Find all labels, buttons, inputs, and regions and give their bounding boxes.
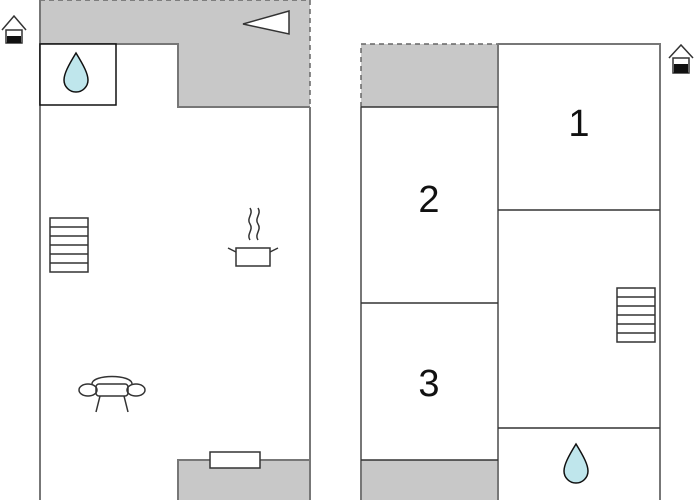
right-top-gray-area bbox=[361, 44, 498, 107]
left-bottom-wall bbox=[177, 459, 310, 500]
left-floor bbox=[39, 0, 311, 500]
left-top-gray-area bbox=[40, 0, 310, 107]
water-drop-icon bbox=[63, 51, 89, 93]
house-icon bbox=[668, 43, 694, 74]
house-icon bbox=[1, 14, 27, 44]
right-dashed-boundary bbox=[360, 43, 498, 107]
window-icon bbox=[209, 451, 261, 469]
right-outer-wall bbox=[360, 43, 661, 500]
stairs-icon bbox=[49, 217, 89, 273]
room-label-1: 1 bbox=[568, 103, 589, 145]
water-drop-icon bbox=[563, 442, 589, 484]
room-label-3: 3 bbox=[418, 363, 439, 405]
direction-arrow-icon bbox=[242, 10, 290, 35]
right-floor: 1 2 3 bbox=[360, 43, 661, 500]
sofa-icon bbox=[78, 375, 146, 413]
room-label-2: 2 bbox=[418, 179, 439, 221]
cooking-pot-icon bbox=[227, 207, 279, 267]
stairs-icon bbox=[616, 287, 656, 343]
right-internal-walls bbox=[361, 106, 660, 461]
right-bottom-gray-area bbox=[361, 460, 498, 500]
